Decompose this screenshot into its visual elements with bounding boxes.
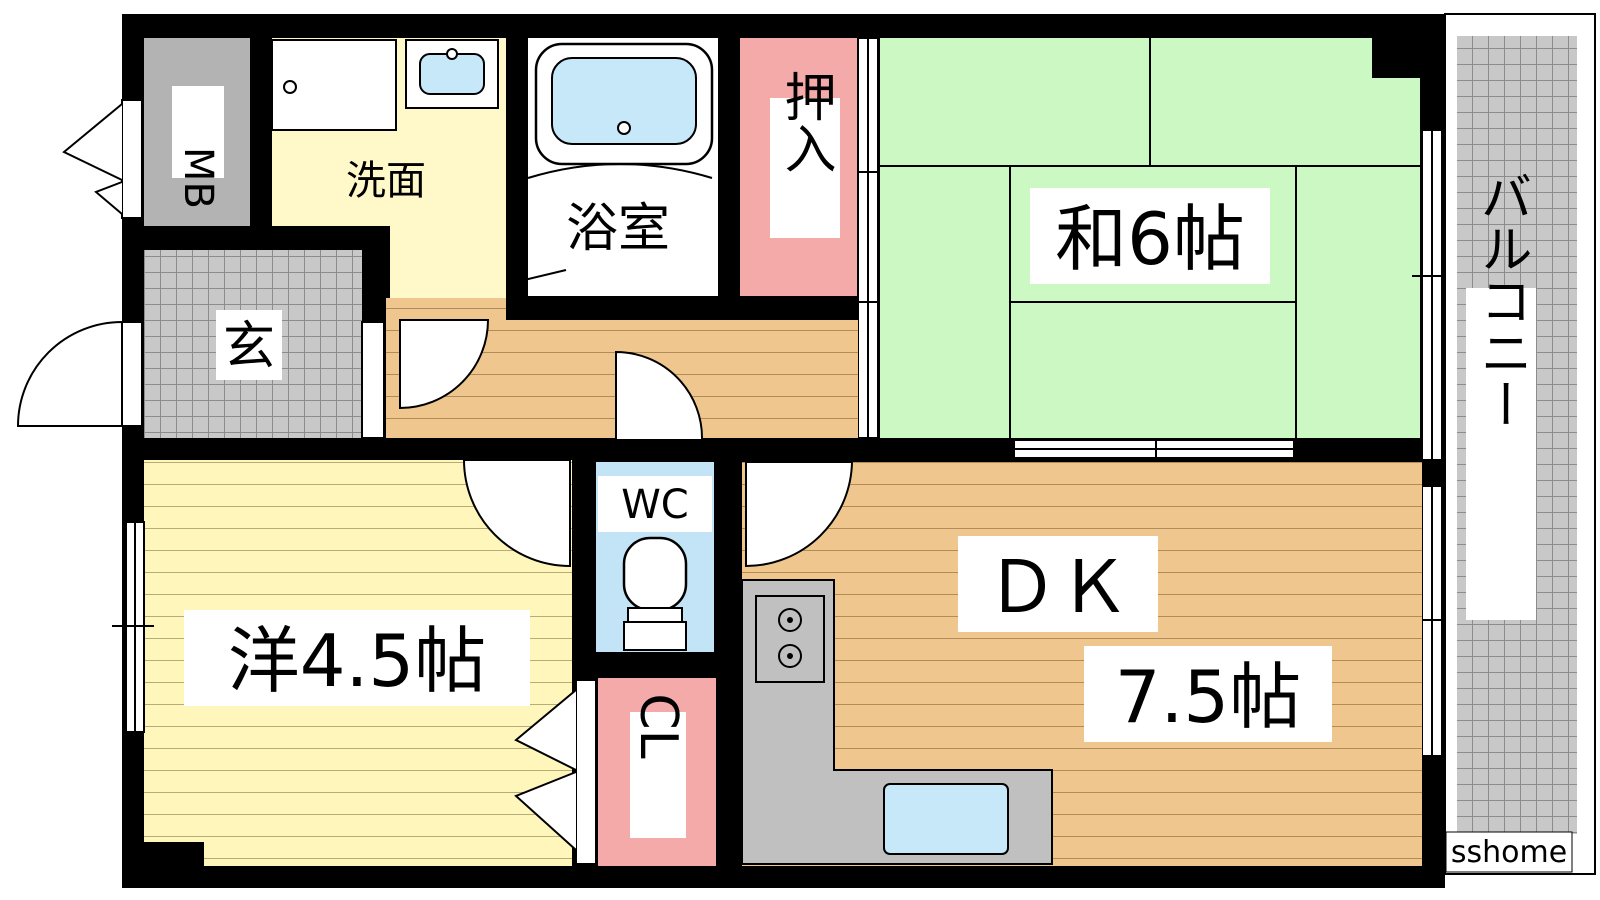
balcony: [1444, 13, 1596, 875]
credit-watermark: sshome: [1451, 835, 1567, 870]
japanese-room-bottom-door: [1013, 438, 1295, 462]
oshiire-sliding-door: [857, 37, 890, 439]
balcony-label: バルコニー: [1471, 170, 1531, 430]
washroom-door-swing: [399, 319, 490, 410]
entrance-door: [16, 320, 143, 427]
hallway: [386, 298, 858, 441]
bathroom-label: 浴室: [566, 199, 670, 259]
dining-kitchen: [741, 461, 1422, 866]
wc-door-swing: [615, 350, 704, 441]
western-room-label: 洋4.5帖: [228, 619, 487, 703]
balcony-sliding-door: [1412, 129, 1446, 757]
dk-size-label: 7.5帖: [1115, 655, 1302, 739]
oshiire-label: 押入: [775, 70, 835, 174]
washroom-label: 洗面: [346, 158, 426, 204]
mb-door: [62, 99, 143, 219]
wc-label: WC: [621, 482, 688, 528]
japanese-room-label: 和6帖: [1055, 197, 1245, 281]
dk-label: ＤＫ: [986, 545, 1130, 629]
dk-door-swing: [745, 461, 854, 568]
western-room-door-swing: [462, 459, 571, 568]
cl-label: CL: [628, 693, 688, 758]
mb-label: MB: [175, 147, 221, 209]
sink-icon: [883, 783, 1009, 855]
entrance-label: 玄: [223, 317, 275, 377]
